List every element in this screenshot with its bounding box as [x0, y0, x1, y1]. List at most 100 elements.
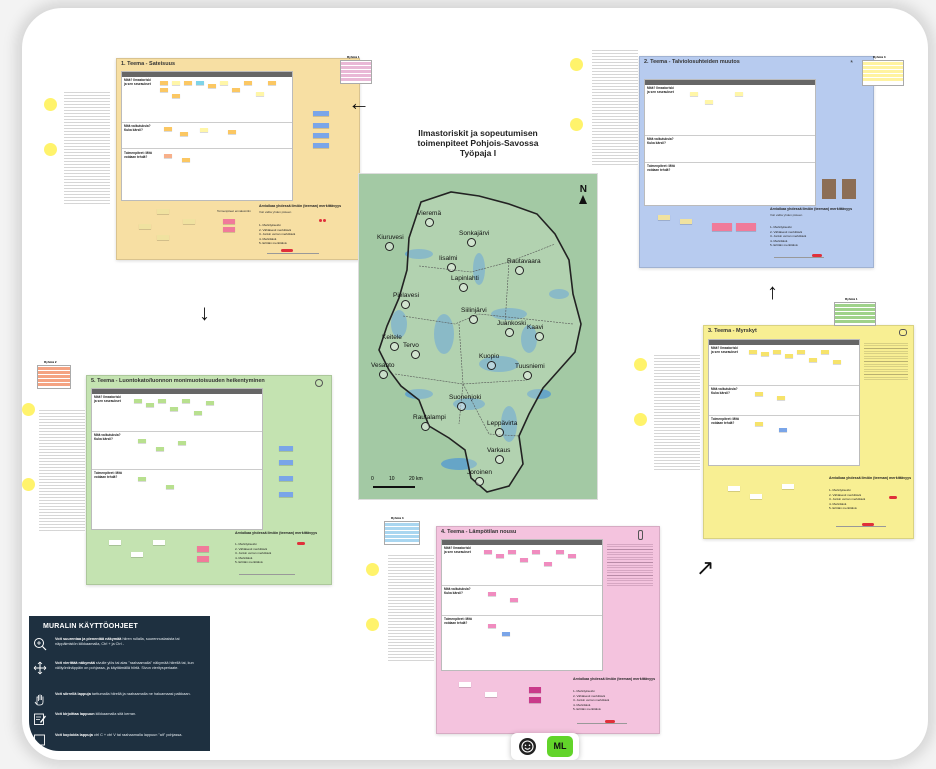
sticky-note[interactable]: [157, 235, 169, 240]
instructions-column-2: [592, 48, 638, 166]
sticky-note[interactable]: [160, 81, 168, 85]
town-marker: [467, 238, 476, 247]
yellow-dot[interactable]: [22, 478, 35, 491]
north-arrow-icon: N: [579, 184, 587, 195]
sticky-note[interactable]: [180, 132, 188, 136]
arrow-up-icon: ↑: [767, 279, 778, 304]
copy-icon: [34, 734, 45, 746]
sticky-note[interactable]: [196, 81, 204, 85]
town-label: Keitele: [382, 334, 402, 341]
reaction-smiley-button[interactable]: [519, 738, 536, 755]
mural-board[interactable]: 1. Teema - Sateisuus Mitä? Ilmastoriski …: [22, 8, 928, 760]
sticky-note[interactable]: [228, 130, 236, 134]
sticky-note[interactable]: [313, 133, 329, 138]
theme-grid[interactable]: Mitä? Ilmastoriski ja sen seuraukset Mit…: [644, 79, 816, 206]
theme-panel-4[interactable]: 4. Teema - Lämpötilan nousu Mitä? Ilmast…: [436, 526, 660, 734]
theme-panel-5[interactable]: 5. Teema - Luontokato/luonnon monimuotoi…: [86, 375, 332, 585]
yellow-dot[interactable]: [570, 58, 583, 71]
zoom-icon: [34, 638, 47, 651]
map-image-left[interactable]: [822, 179, 836, 199]
town-marker: [447, 263, 456, 272]
smiley-icon: [521, 740, 534, 753]
row-label-actions: Toimenpiteet: Mitä voidaan tehdä?: [124, 151, 152, 159]
map-image-right[interactable]: [842, 179, 856, 199]
town-marker: [385, 242, 394, 251]
map-graphic: [359, 174, 597, 499]
sticky-note[interactable]: [256, 92, 264, 96]
yellow-dot[interactable]: [570, 118, 583, 131]
sticky-note[interactable]: [313, 143, 329, 148]
scale-dots[interactable]: [281, 249, 293, 252]
help-panel: MURALIN KÄYTTÖOHJEET Voit suurentaa ja p…: [29, 616, 210, 751]
panel-title: 5. Teema - Luontokato/luonnon monimuotoi…: [91, 378, 265, 384]
sticky-note[interactable]: [164, 154, 172, 158]
arrow-down-icon: ↓: [199, 300, 210, 325]
town-label: Vieremä: [417, 210, 442, 217]
red-dot-marker[interactable]: [323, 219, 326, 222]
yellow-dot[interactable]: [366, 618, 379, 631]
sticky-note[interactable]: [157, 209, 169, 214]
panel-title: 3. Teema - Myrskyt: [708, 328, 757, 334]
town-marker: [487, 361, 496, 370]
yellow-dot[interactable]: [634, 358, 647, 371]
theme-grid[interactable]: Mitä? Ilmastoriski ja sen seuraukset Mit…: [121, 71, 293, 201]
group-table-3: Ryhmä 1: [834, 297, 876, 326]
sticky-note[interactable]: [172, 81, 180, 85]
town-marker: [495, 455, 504, 464]
yellow-dot[interactable]: [44, 143, 57, 156]
side-notes-column[interactable]: [295, 71, 351, 199]
town-marker: [457, 402, 466, 411]
town-marker: [425, 218, 434, 227]
theme-grid[interactable]: Mitä? Ilmastoriski ja sen seuraukset Mit…: [441, 539, 603, 671]
yellow-dot[interactable]: [44, 98, 57, 111]
red-dot-marker[interactable]: [319, 219, 322, 222]
town-marker: [411, 350, 420, 359]
sticky-note[interactable]: [184, 81, 192, 85]
side-notes-column[interactable]: [265, 436, 315, 526]
sticky-note[interactable]: [164, 127, 172, 131]
thermometer-icon: [638, 530, 643, 540]
sticky-note[interactable]: [183, 219, 195, 224]
sticky-note[interactable]: [244, 81, 252, 85]
sticky-note[interactable]: [182, 158, 190, 162]
instructions-text: [864, 341, 908, 381]
town-label: Tervo: [403, 342, 419, 349]
theme-grid[interactable]: Mitä? Ilmastoriski ja sen seuraukset Mit…: [708, 339, 860, 466]
sticky-note[interactable]: [200, 128, 208, 132]
town-marker: [515, 266, 524, 275]
town-marker: [475, 477, 484, 486]
group-table-1: Ryhmä 1: [340, 55, 372, 84]
sticky-note[interactable]: [220, 81, 228, 85]
sticky-note[interactable]: [232, 88, 240, 92]
theme-panel-1[interactable]: 1. Teema - Sateisuus Mitä? Ilmastoriski …: [116, 58, 360, 260]
sticky-note[interactable]: [313, 123, 329, 128]
sticky-note[interactable]: [223, 227, 235, 232]
theme-panel-3[interactable]: 3. Teema - Myrskyt Mitä? Ilmastoriski ja…: [703, 325, 914, 539]
snowflake-icon: *: [850, 60, 853, 67]
north-arrow-shape: [579, 195, 587, 204]
theme-panel-2[interactable]: 2. Teema - Talviolosuhteiden muutos * Mi…: [639, 56, 874, 268]
theme-grid[interactable]: Mitä? Ilmastoriski ja sen seuraukset Mit…: [91, 388, 263, 530]
town-marker: [459, 283, 468, 292]
sticky-note[interactable]: [223, 219, 235, 224]
town-label: Kaavi: [527, 324, 544, 331]
sticky-note[interactable]: [139, 224, 151, 229]
town-label: Lapinlahti: [451, 275, 479, 282]
instructions-text: [607, 542, 653, 588]
group-table-5: Ryhmä 3: [384, 516, 420, 545]
sticky-note[interactable]: [268, 81, 276, 85]
sticky-note[interactable]: [208, 84, 216, 88]
town-label: Sonkajärvi: [459, 230, 490, 237]
town-label: Joroinen: [467, 469, 492, 476]
user-avatar[interactable]: ML: [547, 736, 573, 757]
yellow-dot[interactable]: [366, 563, 379, 576]
map-title: Ilmastoriskit ja sopeutumisen toimenpite…: [417, 128, 539, 159]
sticky-note[interactable]: [172, 94, 180, 98]
yellow-dot[interactable]: [22, 403, 35, 416]
town-label: Iisalmi: [439, 255, 458, 262]
sticky-note[interactable]: [160, 88, 168, 92]
sticky-note[interactable]: [313, 111, 329, 116]
arrow-left-icon: ←: [348, 90, 370, 115]
yellow-dot[interactable]: [634, 413, 647, 426]
